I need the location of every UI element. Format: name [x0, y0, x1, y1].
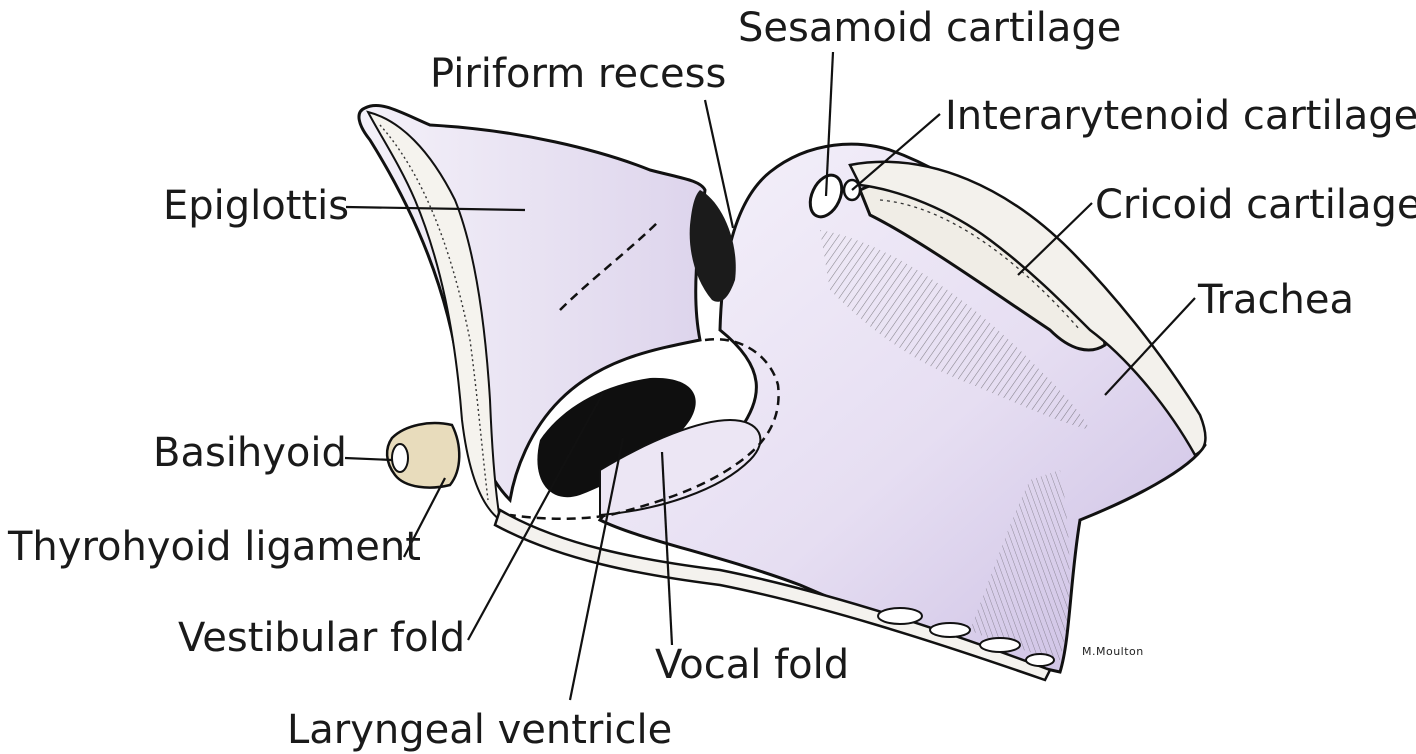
artist-signature: M.Moulton: [1082, 645, 1144, 658]
label-vestibular-fold: Vestibular fold: [178, 618, 465, 658]
label-sesamoid-cartilage: Sesamoid cartilage: [738, 8, 1121, 48]
label-epiglottis: Epiglottis: [163, 186, 349, 226]
label-trachea: Trachea: [1198, 280, 1354, 320]
label-interarytenoid-cartilage: Interarytenoid cartilage: [945, 96, 1416, 136]
label-basihyoid: Basihyoid: [153, 433, 347, 473]
label-laryngeal-ventricle: Laryngeal ventricle: [287, 710, 672, 750]
label-cricoid-cartilage: Cricoid cartilage: [1095, 185, 1416, 225]
label-piriform-recess: Piriform recess: [430, 54, 726, 94]
label-thyrohyoid-ligament: Thyrohyoid ligament: [8, 527, 421, 567]
label-vocal-fold: Vocal fold: [655, 645, 849, 685]
